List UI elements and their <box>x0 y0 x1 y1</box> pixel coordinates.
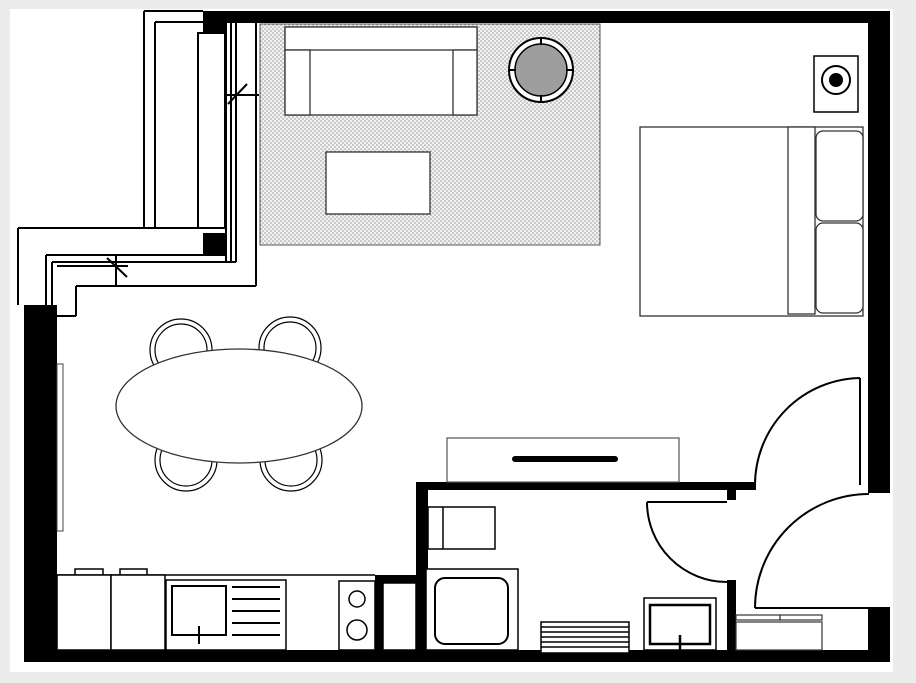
toilet-icon <box>427 506 496 550</box>
round-side-table-icon <box>508 37 574 103</box>
top-wall <box>203 11 890 23</box>
sink-icon <box>165 579 287 651</box>
dining-table-icon <box>115 348 363 464</box>
bath-wall-horizontal <box>416 482 755 490</box>
kitchen <box>56 568 417 651</box>
door-swing-icon <box>754 493 870 609</box>
window-icon <box>56 363 64 532</box>
doors <box>646 377 870 609</box>
radiator-icon <box>540 621 630 654</box>
corner-pillar <box>203 233 225 256</box>
right-wall-lower <box>868 607 890 662</box>
hall-shelf <box>735 614 823 651</box>
sofa-icon <box>284 26 478 116</box>
walls <box>24 11 890 662</box>
door-swing-icon <box>754 377 861 486</box>
right-wall-upper <box>868 11 890 493</box>
hob-icon <box>338 580 376 651</box>
bath-door-jamb <box>727 482 736 500</box>
sink-icon <box>643 597 717 651</box>
bottom-wall <box>24 650 890 662</box>
balcony <box>17 10 259 317</box>
top-pillar <box>203 11 225 33</box>
tv-console-icon <box>446 437 680 483</box>
kitchen-wall-post <box>375 575 383 655</box>
kitchen-wall-stub <box>375 575 420 583</box>
coffee-table-icon <box>325 151 431 215</box>
left-wall <box>24 305 57 662</box>
double-bed-icon <box>639 126 864 317</box>
lamp-icon <box>813 55 859 113</box>
bathroom <box>425 506 717 654</box>
door-swing-icon <box>646 501 728 583</box>
shower-tray-icon <box>425 568 519 651</box>
bath-wall-lower <box>727 580 736 655</box>
bath-wall-vertical <box>416 482 428 660</box>
